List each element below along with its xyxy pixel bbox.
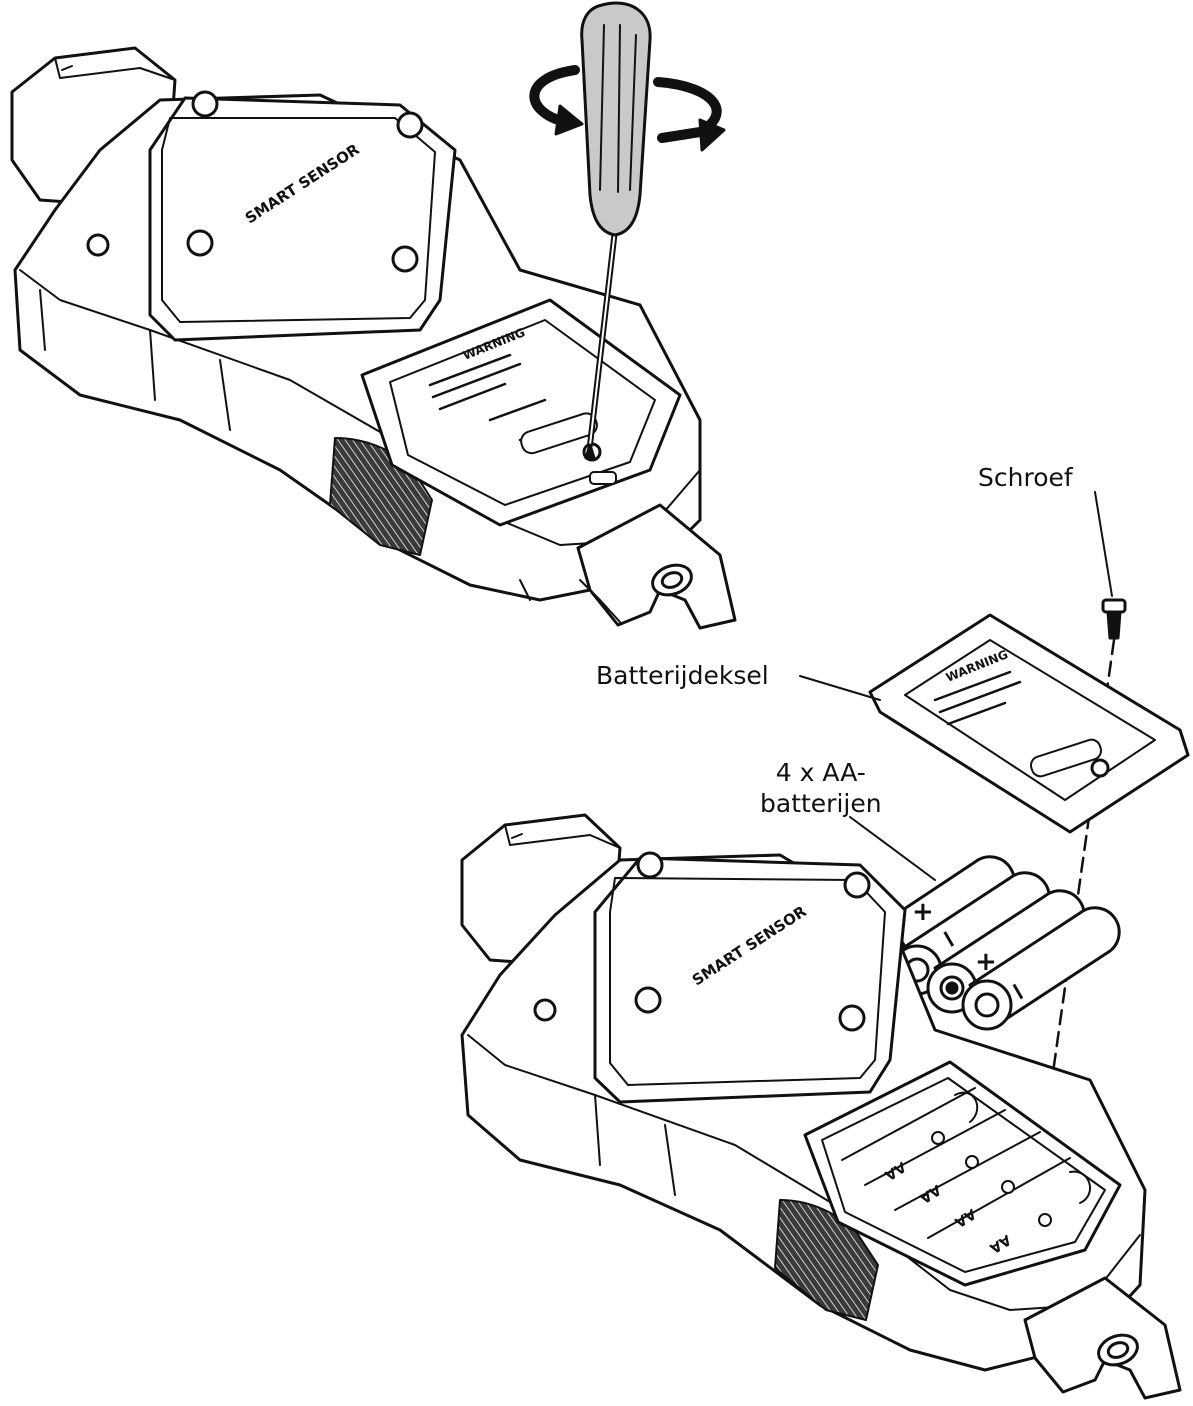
battery-plus-label: + [975,947,997,977]
screw-label: Schroef [978,463,1073,492]
battery-cover-label: Batterijdeksel [596,661,769,690]
bottom-device-front-clamp [1023,1276,1182,1400]
bottom-device-plate-screw [843,871,871,899]
bottom-device-plate-screw [838,1004,866,1032]
bottom-device-plate-screw [636,851,664,879]
top-device-plate-screw [391,245,419,273]
batteries-label-line1: 4 x AA- [775,758,866,787]
batteries-label: 4 x AA- batterijen [760,757,882,819]
battery-cover-screw-hole [1090,758,1110,778]
exploded-battery-cover: WARNING [868,613,1190,834]
top-device-plate-screw [396,111,424,139]
bottom-device: SMART SENSOR AA AA AA AA [460,813,1182,1400]
batteries-label-line2: batterijen [760,789,882,818]
top-device-front-clamp [576,503,737,630]
screw-leader-line [1094,491,1113,597]
screwdriver [580,1,652,460]
top-device-side-screw [86,233,110,257]
batteries-leader-line [849,816,936,881]
screwdriver-handle [580,1,652,237]
battery-plus-label: + [912,897,934,927]
batteries: + − + − [856,855,1121,1031]
battery-cell [961,906,1121,1031]
battery-cover-plate [868,613,1190,834]
bottom-device-plate-screw [634,986,662,1014]
top-device-plate-screw [191,90,219,118]
rotation-arrow-icon [529,65,726,152]
top-device-plate-screw [186,229,214,257]
battery-cover-leader-line [799,675,881,701]
bottom-device-top-plate [593,856,907,1104]
bottom-device-side-screw [533,998,557,1022]
screw [1101,598,1127,640]
battery-cell [926,889,1086,1014]
